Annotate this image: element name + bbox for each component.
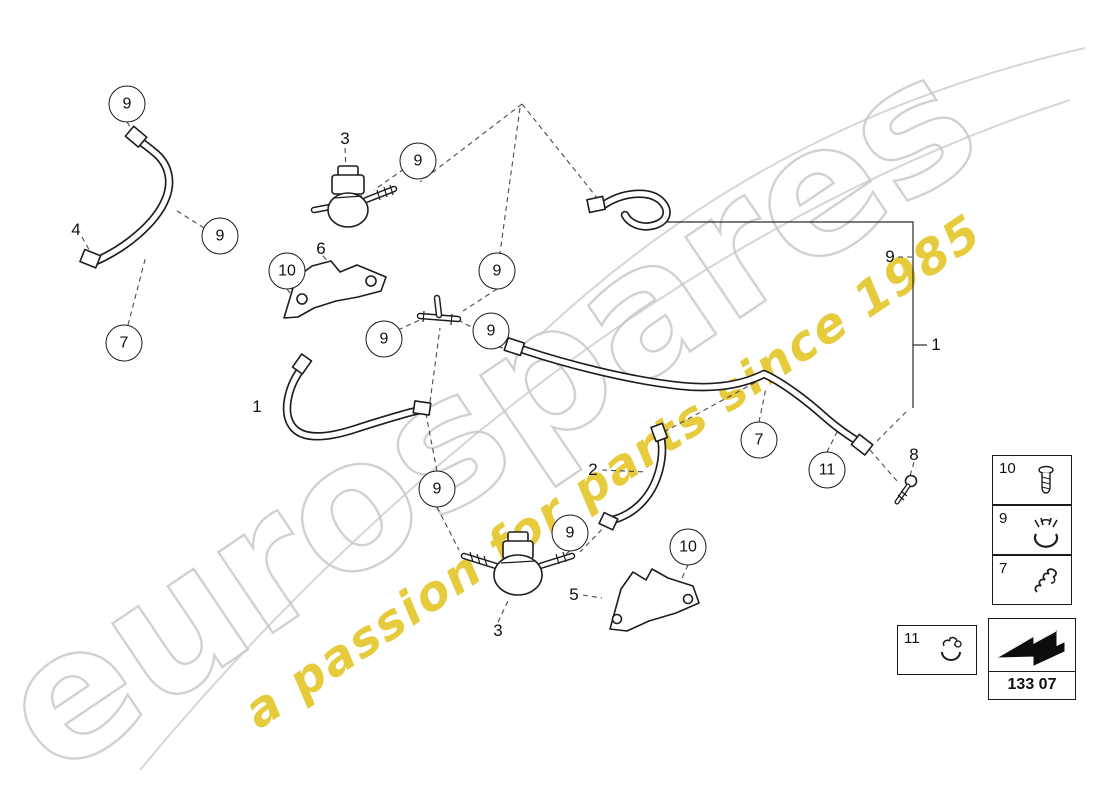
part-group-code: 133 07 (1007, 676, 1057, 693)
legend-label: 10 (999, 460, 1016, 477)
callout-9[interactable]: 9 (418, 470, 456, 508)
worm-clamp-icon (941, 636, 962, 661)
screw-part-8 (894, 474, 918, 505)
callout-9[interactable]: 9 (885, 247, 895, 266)
callout-5[interactable]: 5 (569, 585, 579, 604)
legend-box-7[interactable]: 7 (992, 555, 1072, 605)
screw-icon (1038, 465, 1054, 494)
callout-10[interactable]: 10 (669, 528, 707, 566)
hose-part-4 (79, 125, 174, 269)
callout-3[interactable]: 3 (340, 129, 350, 148)
pump-part-3-bottom (460, 531, 576, 596)
bracket-part-5 (609, 568, 700, 632)
legend-label: 9 (999, 510, 1008, 527)
reference-lines (660, 221, 927, 408)
callout-3[interactable]: 3 (493, 621, 503, 640)
callout-1[interactable]: 1 (931, 335, 941, 354)
callout-9[interactable]: 9 (201, 217, 239, 255)
hose-top-right (586, 189, 671, 231)
callout-7[interactable]: 7 (105, 324, 143, 362)
callout-9[interactable]: 9 (478, 252, 516, 290)
callout-9[interactable]: 9 (399, 142, 437, 180)
hose-clamp-icon (1033, 517, 1059, 548)
legend-label: 11 (904, 630, 920, 647)
callout-6[interactable]: 6 (316, 239, 326, 258)
callout-4[interactable]: 4 (71, 220, 81, 239)
legend-box-10[interactable]: 10 (992, 455, 1072, 505)
callout-10[interactable]: 10 (268, 252, 306, 290)
callout-8[interactable]: 8 (909, 445, 919, 464)
bracket-part-6 (283, 260, 387, 319)
part-group-arrow-icon (997, 630, 1065, 666)
hose-part-1-right (503, 337, 874, 456)
callout-7[interactable]: 7 (740, 421, 778, 459)
legend-box-11[interactable]: 11 (897, 625, 977, 675)
hose-part-1-left (282, 353, 432, 441)
legend-label: 7 (999, 560, 1008, 577)
callout-9[interactable]: 9 (472, 312, 510, 350)
callout-2[interactable]: 2 (588, 460, 598, 479)
pump-part-3-top (310, 165, 398, 228)
callout-9[interactable]: 9 (365, 320, 403, 358)
decorative-arc (139, 99, 1071, 771)
callout-9[interactable]: 9 (551, 514, 589, 552)
legend-box-9[interactable]: 9 (992, 505, 1072, 555)
part-group-box[interactable]: 133 07 (988, 618, 1076, 700)
decorative-arc (539, 47, 1086, 336)
part-group-icon-area (989, 619, 1075, 672)
spring-clip-icon (1034, 568, 1057, 593)
hose-part-2 (598, 422, 669, 531)
callout-9[interactable]: 9 (108, 85, 146, 123)
callout-11[interactable]: 11 (808, 451, 846, 489)
t-connector (416, 294, 462, 326)
callout-1[interactable]: 1 (252, 397, 262, 416)
